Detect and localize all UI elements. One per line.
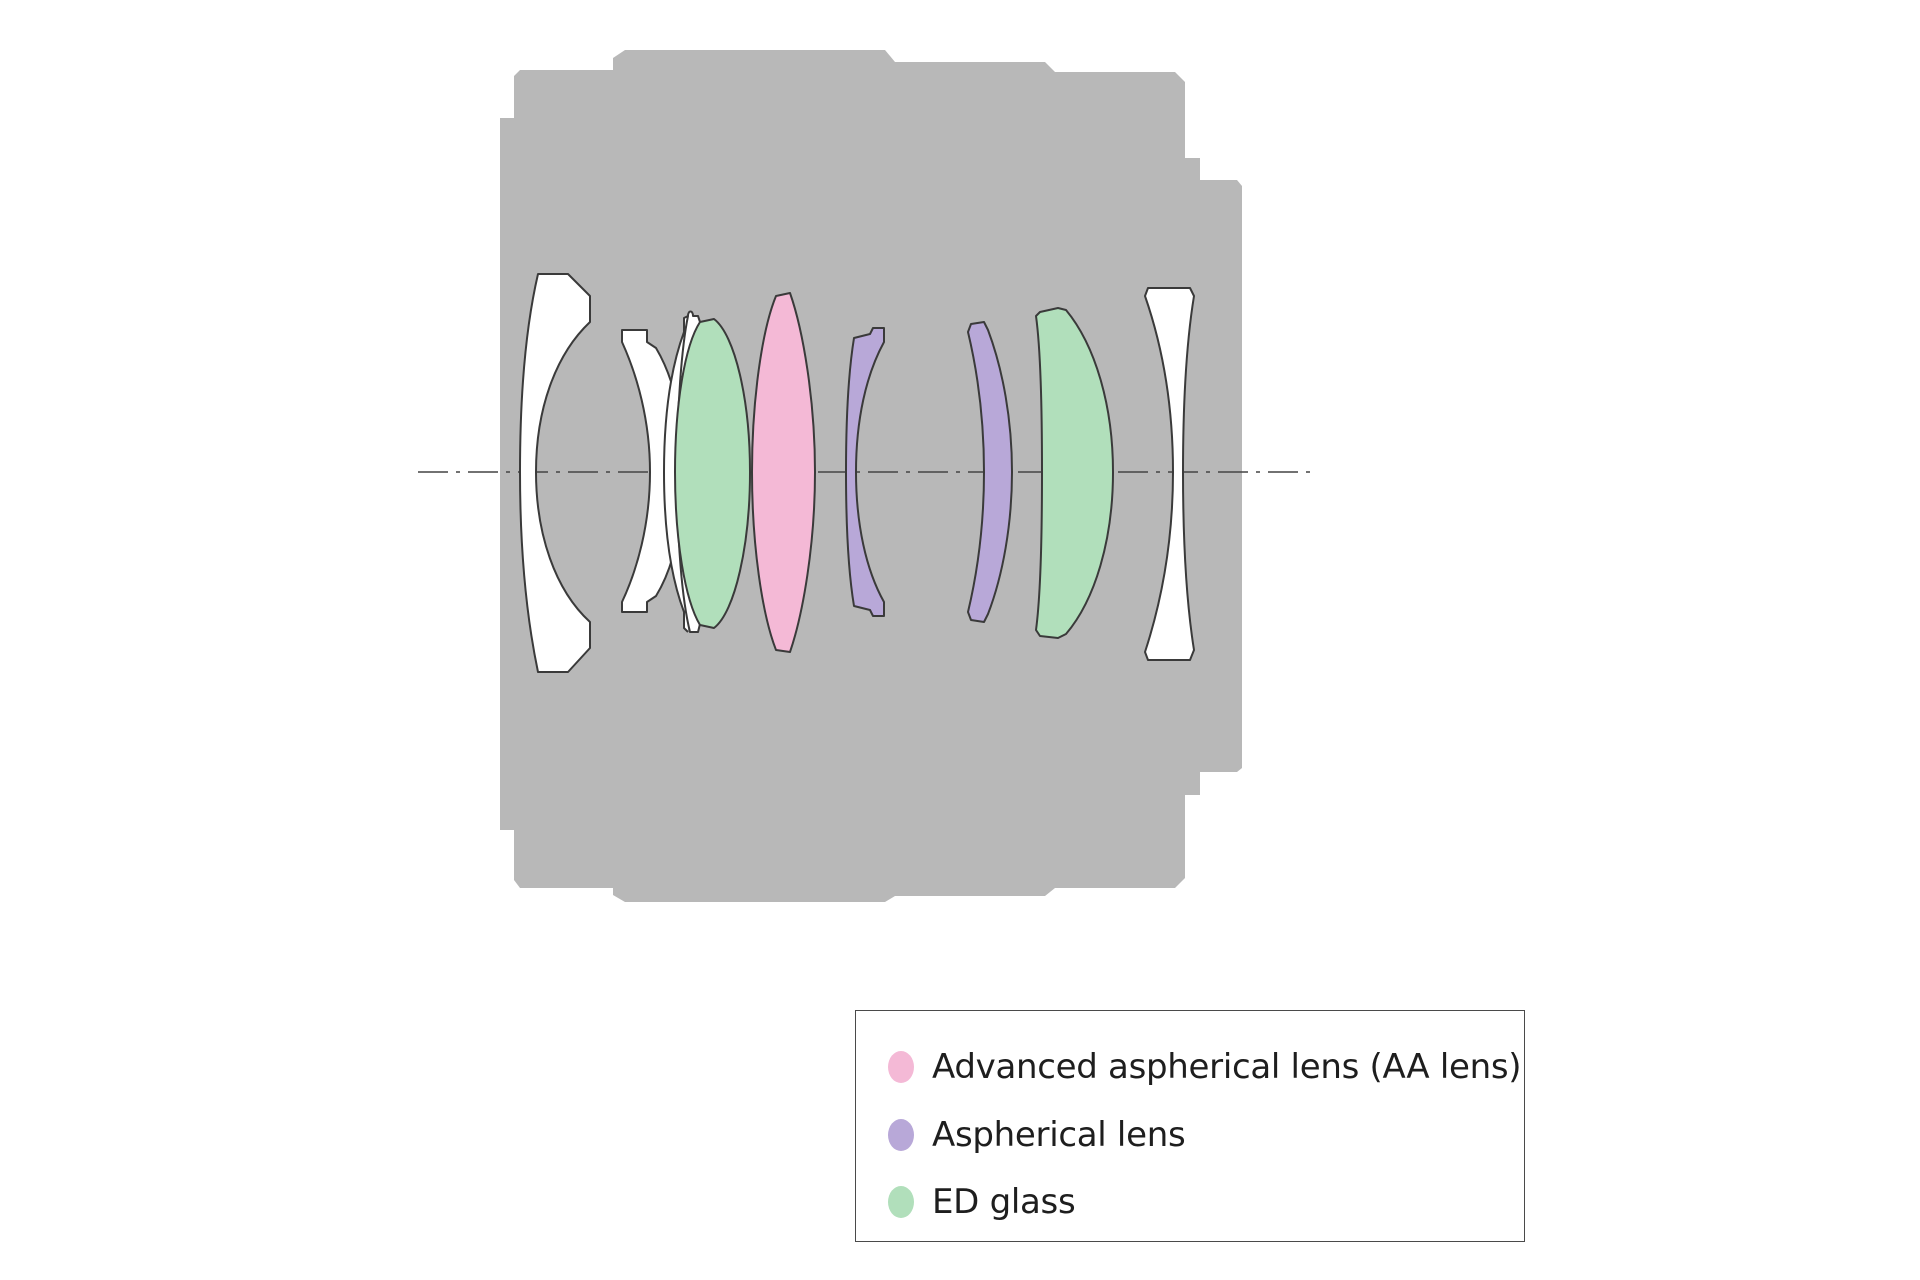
ed-glass-swatch (888, 1186, 914, 1218)
legend-item-ed-glass: ED glass (888, 1182, 1076, 1222)
lens-element-1 (519, 273, 591, 673)
legend: Advanced aspherical lens (AA lens) Asphe… (855, 1010, 1525, 1242)
aspherical-swatch (888, 1119, 914, 1151)
lens-element-8 (1035, 307, 1114, 639)
legend-item-advanced-aspherical: Advanced aspherical lens (AA lens) (888, 1047, 1522, 1087)
advanced-aspherical-swatch (888, 1051, 914, 1083)
legend-label: ED glass (932, 1182, 1076, 1222)
lens-element-6 (845, 327, 885, 617)
lens-element-5 (751, 292, 816, 653)
legend-label: Aspherical lens (932, 1115, 1186, 1155)
lens-element-7 (967, 321, 1013, 623)
lens-element-4 (674, 318, 751, 629)
lens-element-9 (1144, 287, 1195, 661)
lens-barrel (500, 50, 1242, 902)
legend-item-aspherical: Aspherical lens (888, 1115, 1186, 1155)
legend-label: Advanced aspherical lens (AA lens) (932, 1047, 1522, 1087)
